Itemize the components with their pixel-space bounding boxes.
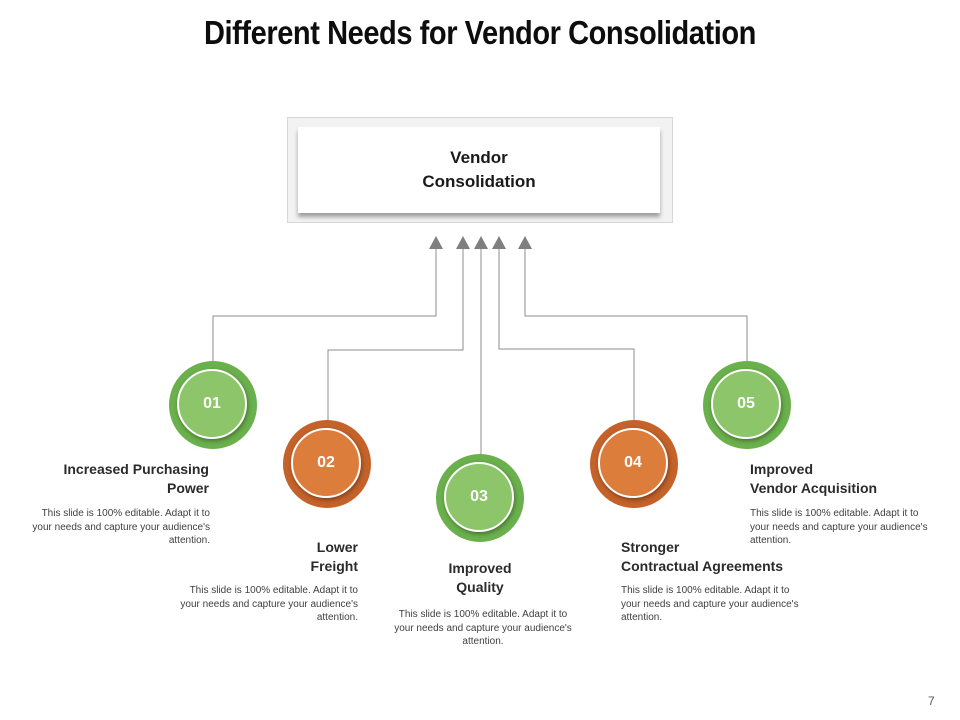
badge-03-number: 03 [444,462,514,532]
badge-04-number: 04 [598,428,668,498]
page-number: 7 [928,694,935,708]
connector-05 [524,248,748,362]
item-05-description: This slide is 100% editable. Adapt it to… [750,508,928,546]
badge-04: 04 [590,420,678,508]
item-03-description: This slide is 100% editable. Adapt it to… [394,609,572,647]
item-02-description: This slide is 100% editable. Adapt it to… [180,585,358,623]
connector-04 [498,248,635,422]
central-card: Vendor Consolidation [298,127,660,213]
slide-title: Different Needs for Vendor Consolidation [204,14,756,51]
badge-02: 02 [283,420,371,508]
item-04-description: This slide is 100% editable. Adapt it to… [621,585,799,623]
badge-05: 05 [703,361,791,449]
arrow-head-02 [456,236,470,249]
item-01-title: Increased Purchasing Power [63,461,209,496]
item-02-title: Lower Freight [310,539,358,574]
badge-03: 03 [436,454,524,542]
central-label: Vendor Consolidation [422,148,536,191]
item-03-title: Improved Quality [448,560,512,595]
badge-02-number: 02 [291,428,361,498]
item-01-description: This slide is 100% editable. Adapt it to… [32,508,210,546]
item-05-title: Improved Vendor Acquisition [750,461,878,496]
arrow-head-05 [518,236,532,249]
item-04-title: Stronger Contractual Agreements [621,539,784,574]
badge-01-number: 01 [177,369,247,439]
connector-02 [327,248,464,422]
arrow-head-01 [429,236,443,249]
arrow-head-03 [474,236,488,249]
arrow-head-04 [492,236,506,249]
badge-05-number: 05 [711,369,781,439]
central-box: Vendor Consolidation [287,117,673,223]
connector-01 [212,248,437,362]
badge-01: 01 [169,361,257,449]
